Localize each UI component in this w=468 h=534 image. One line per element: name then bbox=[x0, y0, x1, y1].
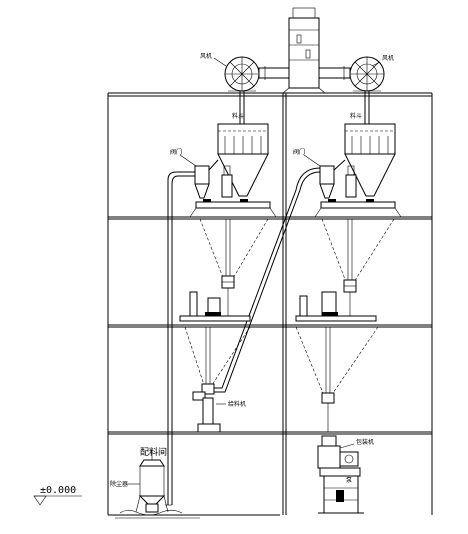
right-packing-machine bbox=[317, 435, 364, 514]
label-left-fan: 风机 bbox=[200, 52, 212, 60]
elevation-level-mark: ±0.000 bbox=[33, 485, 82, 506]
roof-equipment bbox=[224, 7, 385, 94]
right-lower-cone bbox=[295, 326, 379, 432]
right-bag-filter bbox=[314, 91, 402, 218]
building-frame bbox=[107, 92, 433, 519]
label-left-hopper: 料斗 bbox=[232, 112, 244, 120]
label-feeder: 给料机 bbox=[228, 400, 246, 408]
inclined-pipe bbox=[212, 167, 321, 393]
left-mid-hopper bbox=[179, 218, 269, 322]
label-right-fan: 风机 bbox=[382, 54, 394, 62]
labels: 风机 风机 阀门 阀门 料斗 料斗 给料机 包装机 除尘器 泵 配料间 bbox=[110, 52, 394, 488]
left-bag-filter bbox=[189, 91, 277, 218]
label-left-valve: 阀门 bbox=[170, 148, 182, 156]
label-pump: 泵 bbox=[346, 477, 352, 484]
label-batching-room: 配料间 bbox=[140, 446, 167, 458]
label-right-valve: 阀门 bbox=[293, 148, 305, 156]
left-conveying-pipe bbox=[165, 171, 195, 506]
right-mid-hopper bbox=[295, 218, 395, 322]
label-right-hopper: 料斗 bbox=[350, 112, 362, 120]
left-lower-cone bbox=[184, 326, 251, 433]
level-text: ±0.000 bbox=[40, 485, 76, 496]
leader-lines bbox=[128, 57, 381, 485]
batching-silo bbox=[119, 450, 183, 516]
label-packer: 包装机 bbox=[356, 438, 374, 446]
label-dust: 除尘器 bbox=[110, 480, 128, 488]
